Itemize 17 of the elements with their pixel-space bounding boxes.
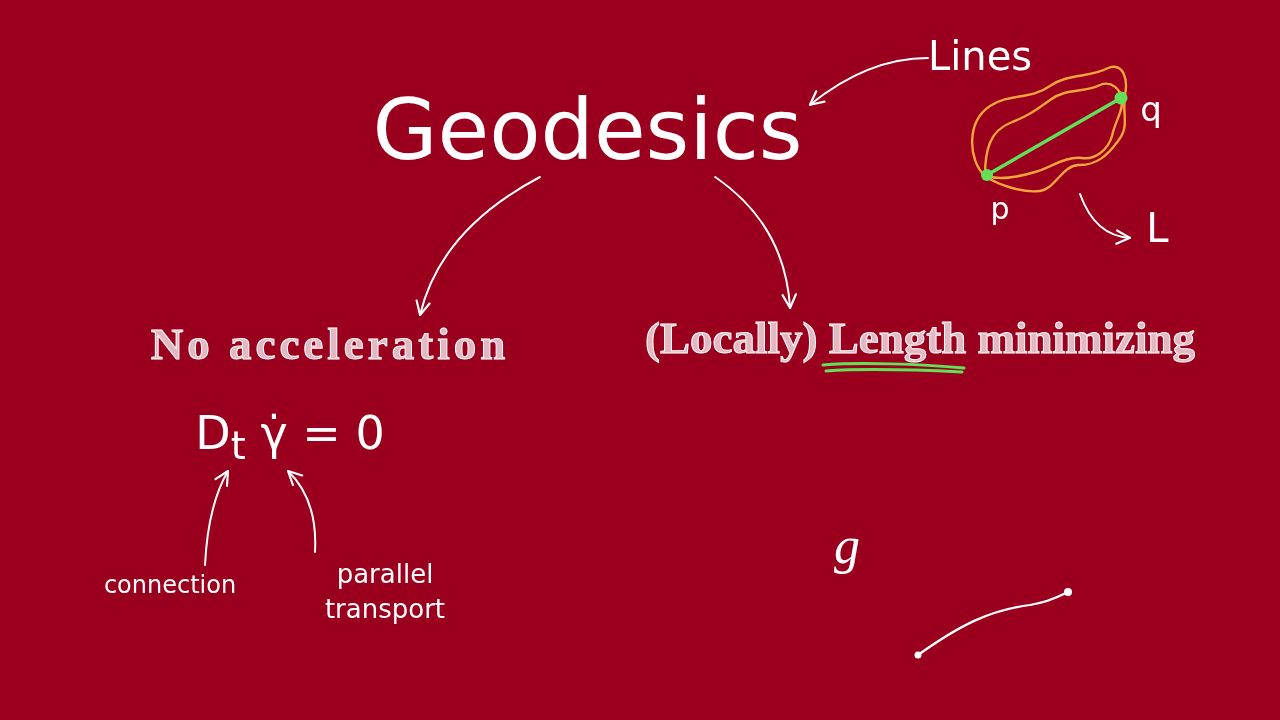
point-label: q: [1139, 90, 1163, 130]
arrow: [286, 469, 317, 553]
handwritten-label: L: [1130, 205, 1185, 250]
arrow: [416, 176, 541, 317]
equation: D$_{t}$ γ̇ = 0: [190, 405, 390, 471]
arrow: [714, 176, 797, 310]
title-text: Geodesics: [365, 82, 810, 177]
handwritten-letter: g: [833, 518, 861, 574]
concept-heading: (Locally) Length minimizing: [640, 308, 1200, 368]
arrow: [808, 57, 929, 106]
arrow: [204, 469, 230, 566]
point-label: p: [989, 194, 1011, 224]
handwritten-label: Lines: [928, 30, 1032, 82]
arrow: [1079, 193, 1132, 245]
concept-heading: No acceleration: [140, 315, 520, 373]
handwritten-note: parallel transport: [303, 552, 467, 632]
handwritten-note: connection: [100, 565, 240, 605]
